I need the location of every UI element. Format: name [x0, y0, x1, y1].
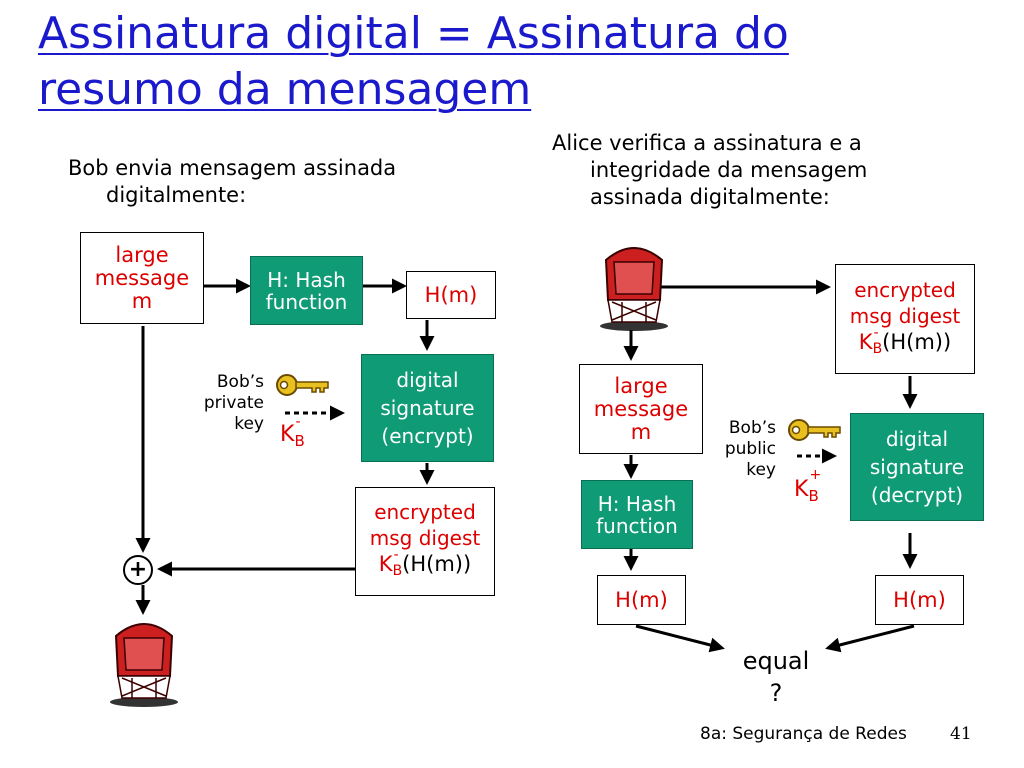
right-hash-line-1: H: Hash — [597, 491, 677, 516]
key-icon — [788, 419, 841, 441]
page-number: 41 — [950, 724, 972, 744]
plus-operator: + — [123, 555, 153, 585]
plus-text: + — [128, 557, 148, 582]
left-enc-k: K — [378, 552, 393, 576]
right-enc-tail: (H(m)) — [882, 329, 952, 354]
right-message-line-1: large — [614, 373, 668, 398]
equal-line-1: equal — [742, 647, 810, 675]
left-key-sup: - — [295, 414, 301, 430]
title-line-2: resumo da mensagem — [38, 64, 532, 115]
right-sig-line-2: signature — [869, 455, 965, 479]
right-enc-sup: - — [873, 324, 879, 341]
right-enc-k: K — [858, 329, 873, 354]
right-key-k: K — [794, 477, 809, 502]
right-heading-line-2: integridade da mensagem — [590, 158, 868, 182]
right-key-label-1: Bob’s — [728, 418, 776, 438]
left-hm-box: H(m) — [406, 271, 496, 319]
right-public-key-symbol: K+ B — [794, 467, 821, 505]
right-enc-line-1: encrypted — [854, 277, 956, 302]
arrow-hm-left-to-equal — [635, 624, 725, 653]
left-sig-line-1: digital — [396, 368, 459, 392]
left-message-box: large message m — [80, 232, 204, 324]
right-hm-right-box: H(m) — [875, 575, 964, 625]
right-message-line-3: m — [630, 419, 652, 444]
mailbox-icon — [110, 623, 178, 707]
right-enc-formula: K-B(H(m)) — [858, 325, 952, 362]
page-title: Assinatura digital = Assinatura do resum… — [38, 6, 998, 118]
right-hash-box: H: Hash function — [581, 480, 693, 549]
left-private-key-symbol: K- B — [280, 414, 305, 450]
left-enc-line-1: encrypted — [374, 500, 476, 524]
left-message-line-3: m — [131, 288, 153, 313]
right-signature-box: digital signature (decrypt) — [850, 413, 984, 521]
left-signature-box: digital signature (encrypt) — [361, 354, 494, 462]
right-enc-line-2: msg digest — [849, 303, 961, 328]
left-message-line-2: message — [94, 265, 190, 290]
right-key-label-2: public — [724, 439, 776, 459]
arrow-hm-right-to-equal — [825, 624, 915, 653]
left-sig-line-3: (encrypt) — [381, 424, 474, 448]
right-enc-sub: B — [872, 340, 883, 357]
title-line-1: Assinatura digital = Assinatura do — [38, 8, 789, 59]
left-hash-line-2: function — [265, 289, 348, 314]
right-key-label-3: key — [746, 460, 776, 480]
equal-question: equal ? — [724, 645, 828, 709]
left-message-line-1: large — [115, 242, 169, 267]
left-sig-line-2: signature — [380, 396, 475, 420]
right-hm-right-text: H(m) — [893, 587, 946, 612]
left-encrypted-box: encrypted msg digest K-B(H(m)) — [355, 487, 495, 596]
left-enc-sub: B — [392, 563, 403, 579]
footer-text: 8a: Segurança de Redes — [700, 724, 907, 744]
right-sig-line-1: digital — [885, 427, 949, 451]
right-sig-line-3: (decrypt) — [870, 483, 964, 507]
right-hm-left-box: H(m) — [597, 575, 686, 625]
right-encrypted-box: encrypted msg digest K-B(H(m)) — [835, 264, 975, 374]
right-message-box: large message m — [579, 364, 703, 454]
left-heading: Bob envia mensagem assinada digitalmente… — [68, 155, 396, 209]
key-icon — [276, 374, 329, 396]
left-key-label-3: key — [234, 414, 264, 434]
left-enc-tail: (H(m)) — [402, 552, 472, 576]
left-hm-text: H(m) — [424, 282, 478, 307]
left-hash-box: H: Hash function — [250, 256, 363, 325]
equal-line-2: ? — [769, 679, 783, 707]
right-heading-line-1: Alice verifica a assinatura e a — [552, 131, 862, 155]
mailbox-icon — [600, 247, 668, 331]
left-key-label-1: Bob’s — [216, 372, 264, 392]
left-key-label: Bob’s private key — [178, 372, 264, 435]
right-heading-line-3: assinada digitalmente: — [590, 185, 830, 209]
left-key-k: K — [280, 422, 295, 447]
right-key-label: Bob’s public key — [700, 418, 776, 481]
left-hash-line-1: H: Hash — [267, 267, 346, 292]
right-message-line-2: message — [593, 396, 689, 421]
left-key-sub: B — [294, 432, 305, 450]
left-enc-line-2: msg digest — [369, 526, 481, 550]
left-heading-line-2: digitalmente: — [106, 183, 247, 207]
left-enc-sup: - — [393, 547, 399, 563]
right-heading: Alice verifica a assinatura e a integrid… — [552, 130, 867, 211]
right-key-sup: + — [809, 467, 822, 483]
left-key-label-2: private — [203, 393, 264, 413]
right-hm-left-text: H(m) — [615, 587, 668, 612]
right-hash-line-2: function — [596, 513, 678, 538]
left-enc-formula: K-B(H(m)) — [378, 547, 472, 584]
right-key-sub: B — [808, 487, 819, 505]
left-heading-line-1: Bob envia mensagem assinada — [68, 156, 397, 180]
